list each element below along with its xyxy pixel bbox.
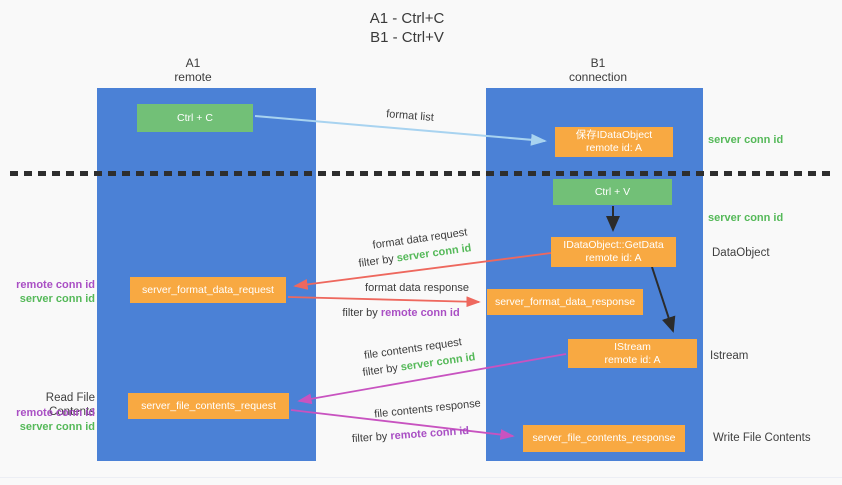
node-istream: IStream remote id: A — [568, 339, 697, 368]
flow-label-format-data-response-filter: filter by remote conn id — [341, 307, 461, 319]
node-save-idataobject-title: 保存IDataObject — [575, 129, 653, 141]
lane-b1-role: connection — [568, 70, 628, 84]
node-ctrl-c: Ctrl + C — [137, 104, 253, 132]
filter-prefix-1: filter by — [357, 252, 398, 270]
dotted-divider-line — [10, 171, 834, 176]
filter-prefix-3: filter by — [361, 361, 402, 379]
node-getdata-subtitle: remote id: A — [585, 252, 642, 264]
node-istream-title: IStream — [614, 340, 651, 353]
label-server-conn-id-1: server conn id — [19, 293, 95, 305]
lane-a1-role: remote — [174, 70, 212, 84]
node-file-request-label: server_file_contents_request — [141, 399, 276, 412]
filter-keyword-4: remote conn id — [389, 424, 470, 443]
lane-a1-name: A1 — [185, 56, 201, 70]
title-line-2: B1 - Ctrl+V — [370, 29, 444, 46]
label-remote-conn-id-2: remote conn id — [16, 407, 95, 419]
filter-keyword-2: remote conn id — [380, 307, 460, 319]
node-idataobject-getdata: IDataObject::GetData remote id: A — [551, 237, 676, 267]
filter-prefix-4: filter by — [351, 430, 391, 446]
arrow-format-data-response — [287, 296, 481, 308]
node-server-format-data-response: server_format_data_response — [487, 289, 643, 315]
node-ctrl-v: Ctrl + V — [553, 179, 672, 205]
node-save-idataobject: 保存IDataObject remote id: A — [555, 127, 673, 157]
title-line-1: A1 - Ctrl+C — [369, 10, 445, 27]
flow-label-format-data-response: format data response — [365, 282, 469, 294]
filter-prefix-2: filter by — [342, 307, 381, 319]
label-istream: Istream — [710, 350, 749, 362]
left-conn-ids-2: remote conn id server conn id — [0, 406, 95, 434]
label-server-conn-id-top: server conn id — [708, 134, 784, 146]
node-server-format-data-request: server_format_data_request — [130, 277, 286, 303]
diagram-title: A1 - Ctrl+C B1 - Ctrl+V — [307, 9, 507, 47]
bottom-divider — [0, 477, 842, 478]
label-write-file-contents: Write File Contents — [713, 432, 811, 444]
label-server-conn-id-2: server conn id — [19, 421, 95, 433]
lane-a1-header: A1 remote — [138, 56, 248, 84]
node-format-request-label: server_format_data_request — [142, 283, 274, 296]
node-save-idataobject-subtitle: remote id: A — [585, 142, 643, 154]
label-remote-conn-id-1: remote conn id — [16, 279, 95, 291]
left-conn-ids-1: remote conn id server conn id — [0, 278, 95, 306]
node-getdata-title: IDataObject::GetData — [563, 239, 664, 251]
label-read-file-contents: Read File Contents — [45, 392, 95, 418]
flow-label-format-list: format list — [385, 108, 435, 124]
flow-label-file-contents-response-filter: filter by remote conn id — [348, 425, 474, 446]
node-ctrl-v-label: Ctrl + V — [594, 185, 631, 198]
node-file-response-label: server_file_contents_response — [532, 432, 676, 444]
lane-b1-header: B1 connection — [543, 56, 653, 84]
node-format-response-label: server_format_data_response — [494, 295, 636, 308]
node-server-file-contents-response: server_file_contents_response — [523, 425, 685, 452]
node-ctrl-c-label: Ctrl + C — [177, 111, 213, 124]
node-server-file-contents-request: server_file_contents_request — [128, 393, 289, 419]
label-dataobject: DataObject — [712, 247, 770, 259]
flow-label-file-contents-response: file contents response — [373, 397, 482, 421]
lane-b1-name: B1 — [590, 56, 606, 70]
label-server-conn-id-mid: server conn id — [708, 212, 784, 224]
node-istream-subtitle: remote id: A — [604, 353, 661, 366]
